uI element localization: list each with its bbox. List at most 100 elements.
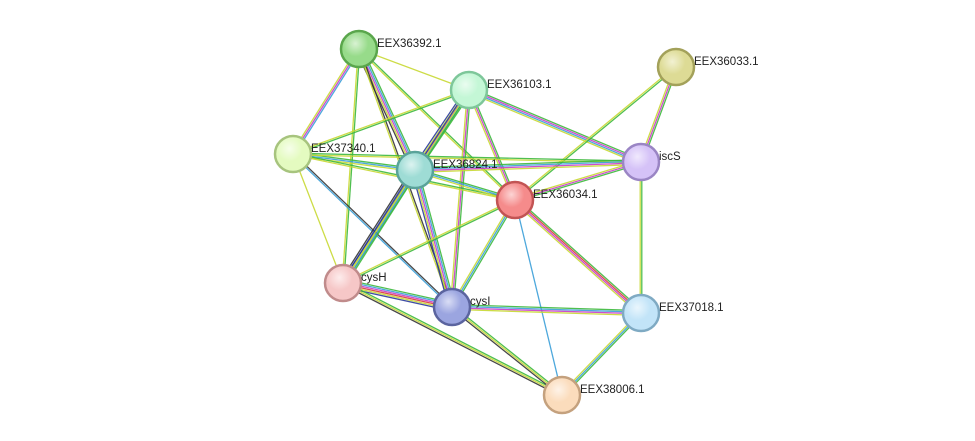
edge-strand-yellow [357,49,515,202]
node-circle[interactable] [495,180,535,220]
edge-strand-green [343,280,564,395]
edge-n2-n9 [449,89,472,308]
edge-n2-n7 [466,89,518,201]
edge-strand-blue [414,160,641,170]
node-circle[interactable] [323,263,363,303]
edge-strand-green [515,162,642,203]
edge-strand-magenta [451,89,470,308]
edge-strand-red [515,198,642,313]
edge-strand-magenta [469,88,642,162]
node-label: EEX36824.1 [433,159,498,171]
node-label: EEX36392.1 [377,38,442,50]
edge-n5-n8 [339,167,419,286]
edge-n9-n10 [451,303,642,317]
node-circle[interactable] [339,29,379,69]
edge-n8-n11 [341,280,564,398]
edge-strand-yellow [342,198,515,283]
node-label: EEX37340.1 [311,143,376,155]
edge-n7-n10 [512,197,644,316]
edge-strand-green [452,303,642,312]
node-circle[interactable] [449,70,489,110]
node-eex37340-1[interactable]: EEX37340.1 [273,134,376,174]
edge-strand-yellow [292,154,415,173]
edge-strand-blue [292,153,416,171]
edge-n4-n8 [292,153,344,284]
edge-strand-magenta [514,161,642,201]
edge-strand-magenta [451,307,641,315]
edge-strand-green [469,87,643,161]
node-circle[interactable] [432,287,472,327]
edge-strand-yellow [342,169,416,284]
edge-strand-green [343,49,361,284]
edge-n7-n8 [342,198,516,285]
edge-strand-yellow [451,306,563,396]
node-iscs[interactable]: iscS [621,142,681,182]
node-circle[interactable] [542,375,582,415]
edge-strand-black [450,307,562,397]
edge-strand-yellow [292,88,469,154]
node-eex38006-1[interactable]: EEX38006.1 [542,375,645,415]
edge-strand-yellow [358,48,470,91]
node-eex36824-1[interactable]: EEX36824.1 [395,150,498,190]
node-circle[interactable] [656,47,696,87]
edge-strand-green [452,90,472,308]
edge-strand-green [452,200,517,309]
edge-strand-green [414,158,641,169]
node-cysi[interactable]: cysI [432,287,490,327]
edge-strand-magenta [292,48,360,155]
edge-strand-yellow [512,201,640,316]
node-label: EEX36033.1 [694,56,759,68]
edge-strand-yellow [450,198,515,307]
node-label: EEX37018.1 [659,302,724,314]
edge-strand-blue [452,305,642,313]
edge-strand-green [469,89,518,200]
node-eex36103-1[interactable]: EEX36103.1 [449,70,552,110]
node-circle[interactable] [621,293,661,333]
edge-strand-green [345,171,419,286]
edge-strand-green [515,67,677,202]
node-eex36033-1[interactable]: EEX36033.1 [656,47,759,87]
node-eex37018-1[interactable]: EEX37018.1 [621,293,724,333]
edge-strand-blue [359,48,418,170]
edge-strand-navy [341,168,415,283]
edge-strand-yellow [451,308,641,317]
edge-strand-yellow [291,47,359,154]
node-label: cysI [470,296,490,308]
edge-strand-blue [468,90,641,164]
edge-strand-magenta [468,89,516,201]
node-label: cysH [361,272,387,284]
edge-n9-n11 [450,305,564,397]
edge-strand-yellow [292,153,344,284]
node-eex36392-1[interactable]: EEX36392.1 [339,29,442,69]
node-label: EEX36103.1 [487,79,552,91]
edge-strand-black [339,167,413,282]
node-label: EEX36034.1 [533,189,598,201]
edge-n7-n11 [514,199,563,396]
edge-strand-green [452,305,564,395]
edge-n2-n4 [292,88,470,156]
edge-n6-n10 [639,162,643,313]
node-eex36034-1[interactable]: EEX36034.1 [495,180,598,220]
edge-strand-yellow [467,91,641,165]
edge-strand-green [516,197,644,312]
node-cysh[interactable]: cysH [323,263,387,303]
edge-strand-blue [293,49,361,156]
edge-n3-n7 [514,65,677,202]
edge-strand-black [341,283,562,398]
edge-strand-green [293,152,642,162]
edge-n6-n7 [514,159,642,203]
edge-strand-yellow [449,89,469,307]
edge-strand-green [293,90,470,156]
edges-layer [291,47,679,398]
edge-strand-blue [451,199,516,308]
node-circle[interactable] [395,150,435,190]
edge-strand-magenta [514,200,641,315]
edge-n5-n6 [414,158,642,174]
edge-n1-n5 [355,47,419,172]
edge-n7-n9 [450,198,517,309]
node-circle[interactable] [621,142,661,182]
node-circle[interactable] [273,134,313,174]
edge-strand-yellow [514,159,641,200]
